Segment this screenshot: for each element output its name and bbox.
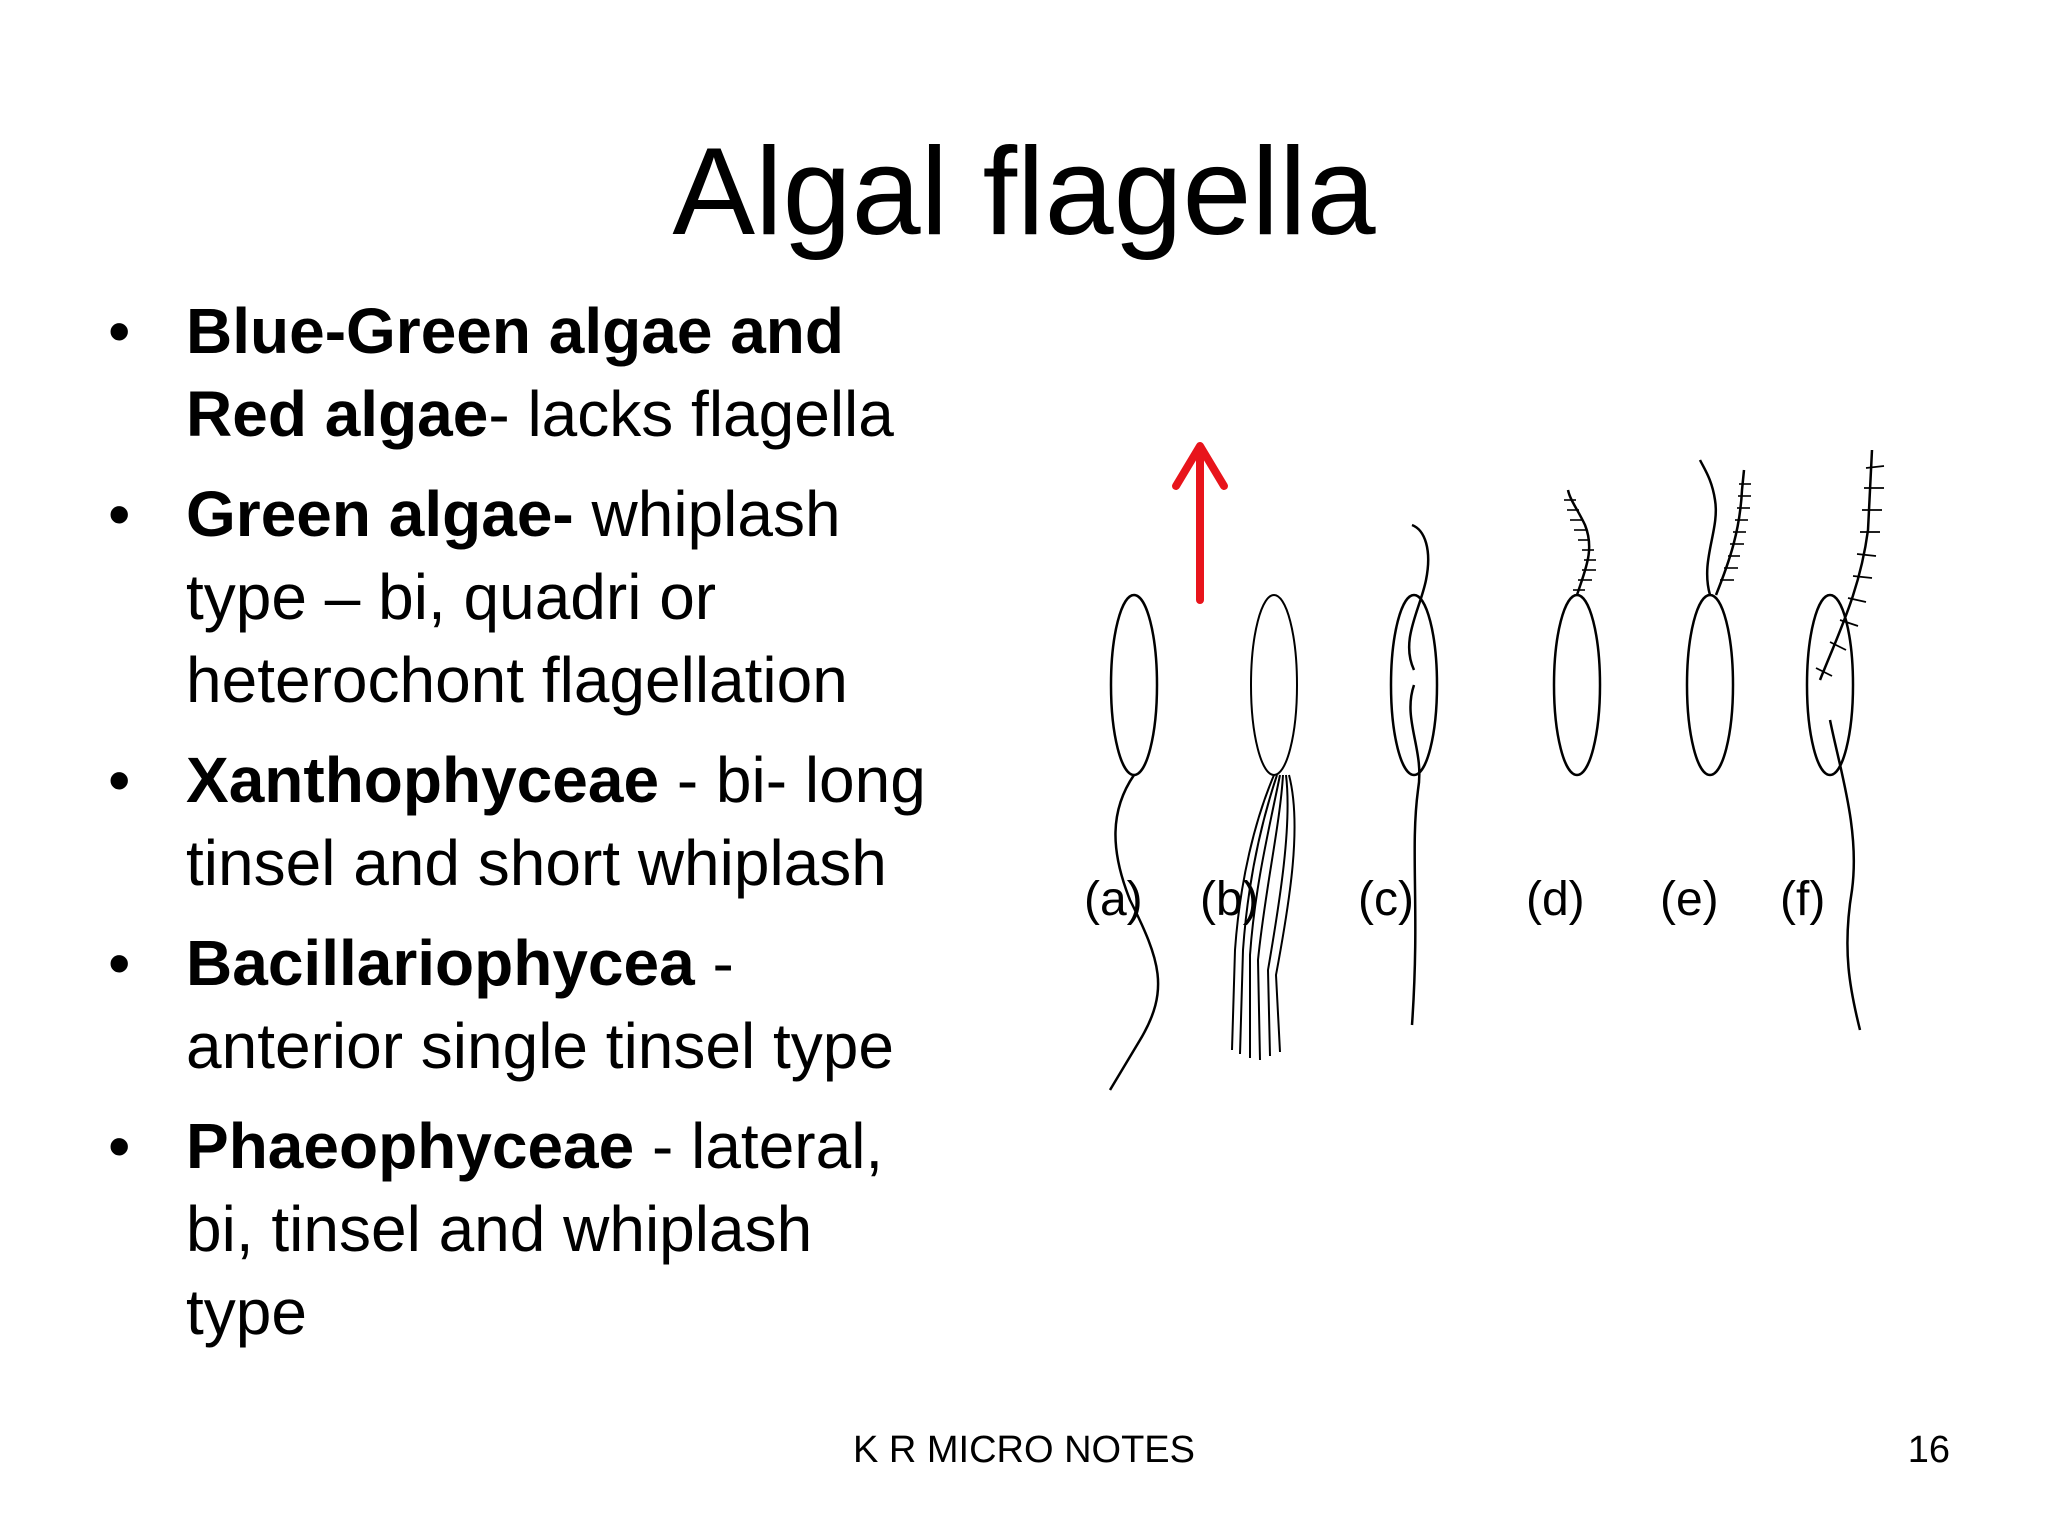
- bullet-dot: •: [108, 295, 131, 367]
- bullet-bacillariophycea: • Bacillariophycea - anterior single tin…: [108, 922, 1008, 1088]
- bullet-dot: •: [108, 744, 131, 816]
- bullet-line: type: [186, 1271, 1008, 1354]
- bullet-text: -: [694, 927, 734, 999]
- slide-title: Algal flagella: [672, 123, 1376, 261]
- bullet-line: Blue-Green algae and: [186, 290, 1008, 373]
- bullet-line: anterior single tinsel type: [186, 1005, 1008, 1088]
- bullet-line: tinsel and short whiplash: [186, 822, 1008, 905]
- bullet-dot: •: [108, 927, 131, 999]
- figure-label-e: (e): [1660, 873, 1719, 926]
- bullet-bold-text: Red algae: [186, 378, 489, 450]
- figure-label-d: (d): [1526, 873, 1585, 926]
- bullet-bold-text: Blue-Green algae and: [186, 295, 844, 367]
- bullet-bold-text: Xanthophyceae: [186, 744, 660, 816]
- bullet-text: type – bi, quadri or: [186, 561, 717, 633]
- flagellum-type-b: [1231, 594, 1298, 1061]
- flagellum-type-c: [1389, 523, 1439, 1026]
- flagellum-type-f: [1805, 449, 1885, 1031]
- figure-label-a: (a): [1084, 873, 1143, 926]
- direction-arrow-icon: [1172, 442, 1228, 604]
- flagella-diagram: (a) (b) (c) (d) (e) (f): [1084, 442, 1885, 1091]
- bullet-blue-green-red-algae: • Blue-Green algae and Red algae- lacks …: [108, 290, 1008, 456]
- bullet-dot: •: [108, 478, 131, 550]
- bullet-line: Phaeophyceae - lateral,: [186, 1105, 1008, 1188]
- bullet-xanthophyceae: • Xanthophyceae - bi- long tinsel and sh…: [108, 739, 1008, 905]
- flagellum-type-d: [1552, 489, 1602, 777]
- bullet-bold-text: Green algae-: [186, 478, 574, 550]
- bullet-dot: •: [108, 1110, 131, 1182]
- page-number: 16: [1907, 1429, 1950, 1471]
- bullet-line: Green algae- whiplash: [186, 473, 1008, 556]
- bullet-bold-text: Bacillariophycea: [186, 927, 695, 999]
- bullet-text: whiplash: [573, 478, 841, 550]
- bullet-phaeophyceae: • Phaeophyceae - lateral, bi, tinsel and…: [108, 1105, 1008, 1354]
- bullet-text: heterochont flagellation: [186, 644, 848, 716]
- figure-label-f: (f): [1780, 873, 1825, 926]
- bullet-text: bi, tinsel and whiplash: [186, 1193, 813, 1265]
- bullet-text: anterior single tinsel type: [186, 1010, 894, 1082]
- bullet-line: type – bi, quadri or: [186, 556, 1008, 639]
- bullet-line: heterochont flagellation: [186, 639, 1008, 722]
- footer-notes-label: K R MICRO NOTES: [852, 1429, 1196, 1471]
- flagellum-type-e: [1685, 459, 1751, 777]
- bullet-text: - lacks flagella: [488, 378, 894, 450]
- bullet-text: type: [186, 1276, 307, 1348]
- bullet-green-algae: • Green algae- whiplash type – bi, quadr…: [108, 473, 1008, 722]
- bullet-bold-text: Phaeophyceae: [186, 1110, 635, 1182]
- bullet-text: - lateral,: [634, 1110, 884, 1182]
- figure-label-b: (b): [1200, 873, 1259, 926]
- flagellum-type-a: [1108, 593, 1160, 1091]
- bullet-line: bi, tinsel and whiplash: [186, 1188, 1008, 1271]
- bullet-text: tinsel and short whiplash: [186, 827, 887, 899]
- bullet-line: Bacillariophycea -: [186, 922, 1008, 1005]
- figure-label-c: (c): [1358, 873, 1414, 926]
- bullet-line: Xanthophyceae - bi- long: [186, 739, 1008, 822]
- bullet-line: Red algae- lacks flagella: [186, 373, 1008, 456]
- bullet-text: - bi- long: [659, 744, 926, 816]
- bullet-list: • Blue-Green algae and Red algae- lacks …: [108, 290, 1008, 1371]
